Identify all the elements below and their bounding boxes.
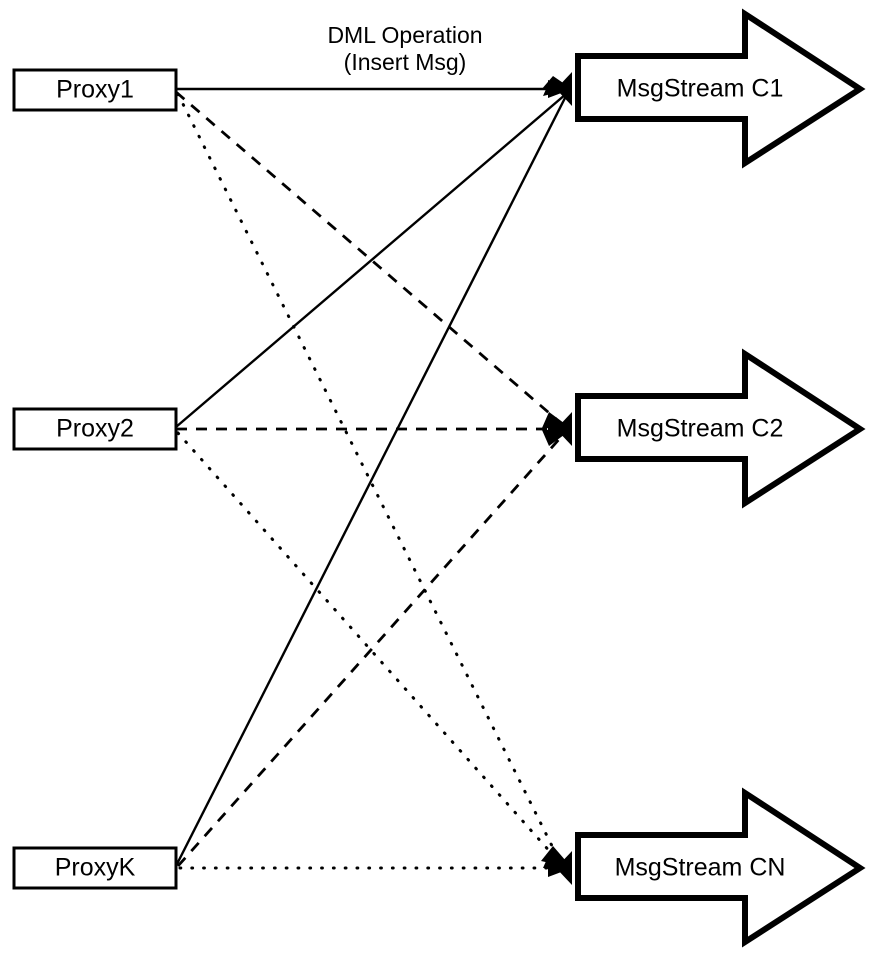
connection-group-proxyk bbox=[174, 95, 568, 870]
proxy2-label: Proxy2 bbox=[56, 415, 134, 443]
connection-proxy1-to-c2[interactable] bbox=[175, 90, 563, 426]
arrowhead-group bbox=[541, 72, 572, 885]
connection-proxy2-to-cn[interactable] bbox=[176, 431, 562, 865]
proxy1-label: Proxy1 bbox=[56, 76, 134, 104]
stream-node-c2[interactable]: MsgStream C2 bbox=[575, 348, 866, 509]
connection-group-proxy2 bbox=[175, 93, 567, 865]
msgstream-cn-label: MsgStream CN bbox=[615, 854, 786, 882]
msgstream-c2-label: MsgStream C2 bbox=[617, 415, 784, 443]
proxy1-box[interactable] bbox=[12, 68, 178, 112]
connection-proxy1-to-cn[interactable] bbox=[176, 92, 562, 864]
proxy-node-proxy1[interactable]: Proxy1 bbox=[12, 68, 178, 112]
edge-label-line1: DML Operation bbox=[327, 22, 482, 48]
connection-group-proxy1 bbox=[175, 87, 566, 864]
edge-label-line2: (Insert Msg) bbox=[344, 49, 467, 75]
msgstream-c1-arrow-shape[interactable] bbox=[575, 8, 866, 169]
arrowhead-cn-core bbox=[556, 851, 572, 885]
msgstream-c1-label: MsgStream C1 bbox=[617, 75, 784, 103]
arrowhead-c1-core bbox=[556, 72, 572, 106]
connection-proxyk-to-c1[interactable] bbox=[174, 95, 568, 867]
stream-node-c1[interactable]: MsgStream C1 bbox=[575, 8, 866, 169]
arrowhead-c2-core bbox=[556, 412, 572, 446]
proxy2-box[interactable] bbox=[12, 407, 178, 451]
msgstream-c2-arrow-shape[interactable] bbox=[575, 348, 866, 509]
connection-proxyk-to-c2[interactable] bbox=[176, 435, 564, 867]
stream-node-cn[interactable]: MsgStream CN bbox=[575, 787, 866, 948]
proxy-node-proxy2[interactable]: Proxy2 bbox=[12, 407, 178, 451]
proxy-node-proxyk[interactable]: ProxyK bbox=[12, 846, 178, 890]
edge-annotation-dml: DML Operation (Insert Msg) bbox=[327, 22, 482, 75]
msgstream-cn-arrow-shape[interactable] bbox=[575, 787, 866, 948]
connection-proxy2-to-c1[interactable] bbox=[175, 93, 567, 428]
proxyk-box[interactable] bbox=[12, 846, 178, 890]
proxyk-label: ProxyK bbox=[55, 854, 136, 882]
